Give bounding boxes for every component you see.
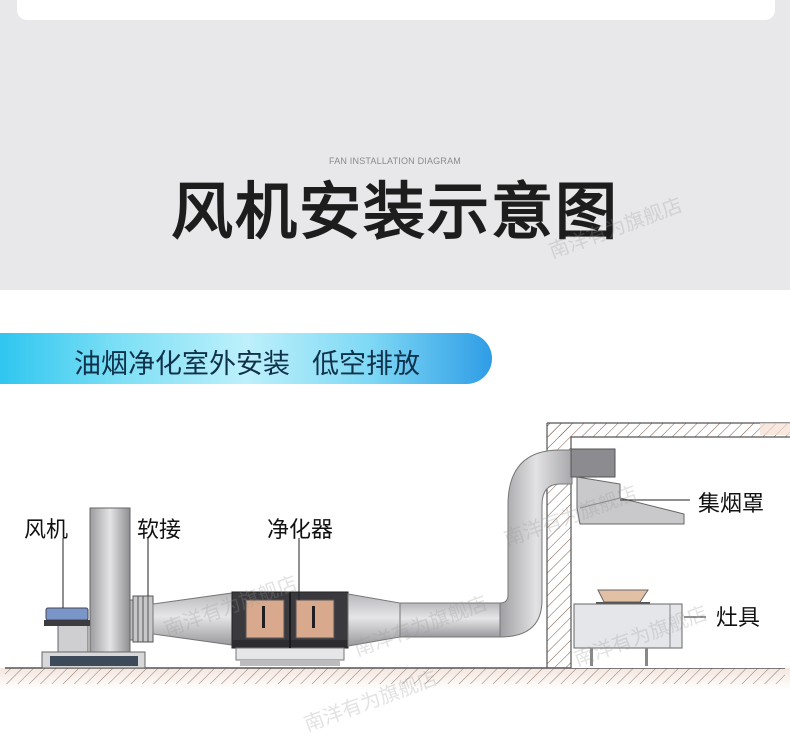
label-purifier: 净化器 <box>267 518 334 543</box>
installation-diagram <box>0 422 790 690</box>
header-band: FAN INSTALLATION DIAGRAM 风机安装示意图 南洋有为旗舰店 <box>0 0 790 290</box>
ground <box>0 667 790 690</box>
subtitle-en: FAN INSTALLATION DIAGRAM <box>329 156 461 166</box>
purifier-unit <box>231 591 349 666</box>
fan-unit <box>41 507 146 669</box>
label-hood: 集烟罩 <box>698 492 765 517</box>
label-stove: 灶具 <box>716 606 761 631</box>
label-fan: 风机 <box>24 518 69 543</box>
exhaust-hood <box>570 448 685 525</box>
banner-main-text: 油烟净化室外安装 <box>74 349 290 380</box>
page-title: 风机安装示意图 <box>170 175 619 248</box>
banner-sub-text: 低空排放 <box>312 349 420 380</box>
leader-lines <box>62 499 706 618</box>
top-card <box>17 0 775 20</box>
label-flex-joint: 软接 <box>137 518 182 543</box>
installation-banner: 油烟净化室外安装低空排放 <box>0 333 492 384</box>
outlet-duct <box>347 449 573 647</box>
stove-unit <box>573 589 683 666</box>
banner-text: 油烟净化室外安装低空排放 <box>74 342 420 381</box>
inlet-duct <box>152 592 233 646</box>
flex-joint <box>132 595 154 643</box>
